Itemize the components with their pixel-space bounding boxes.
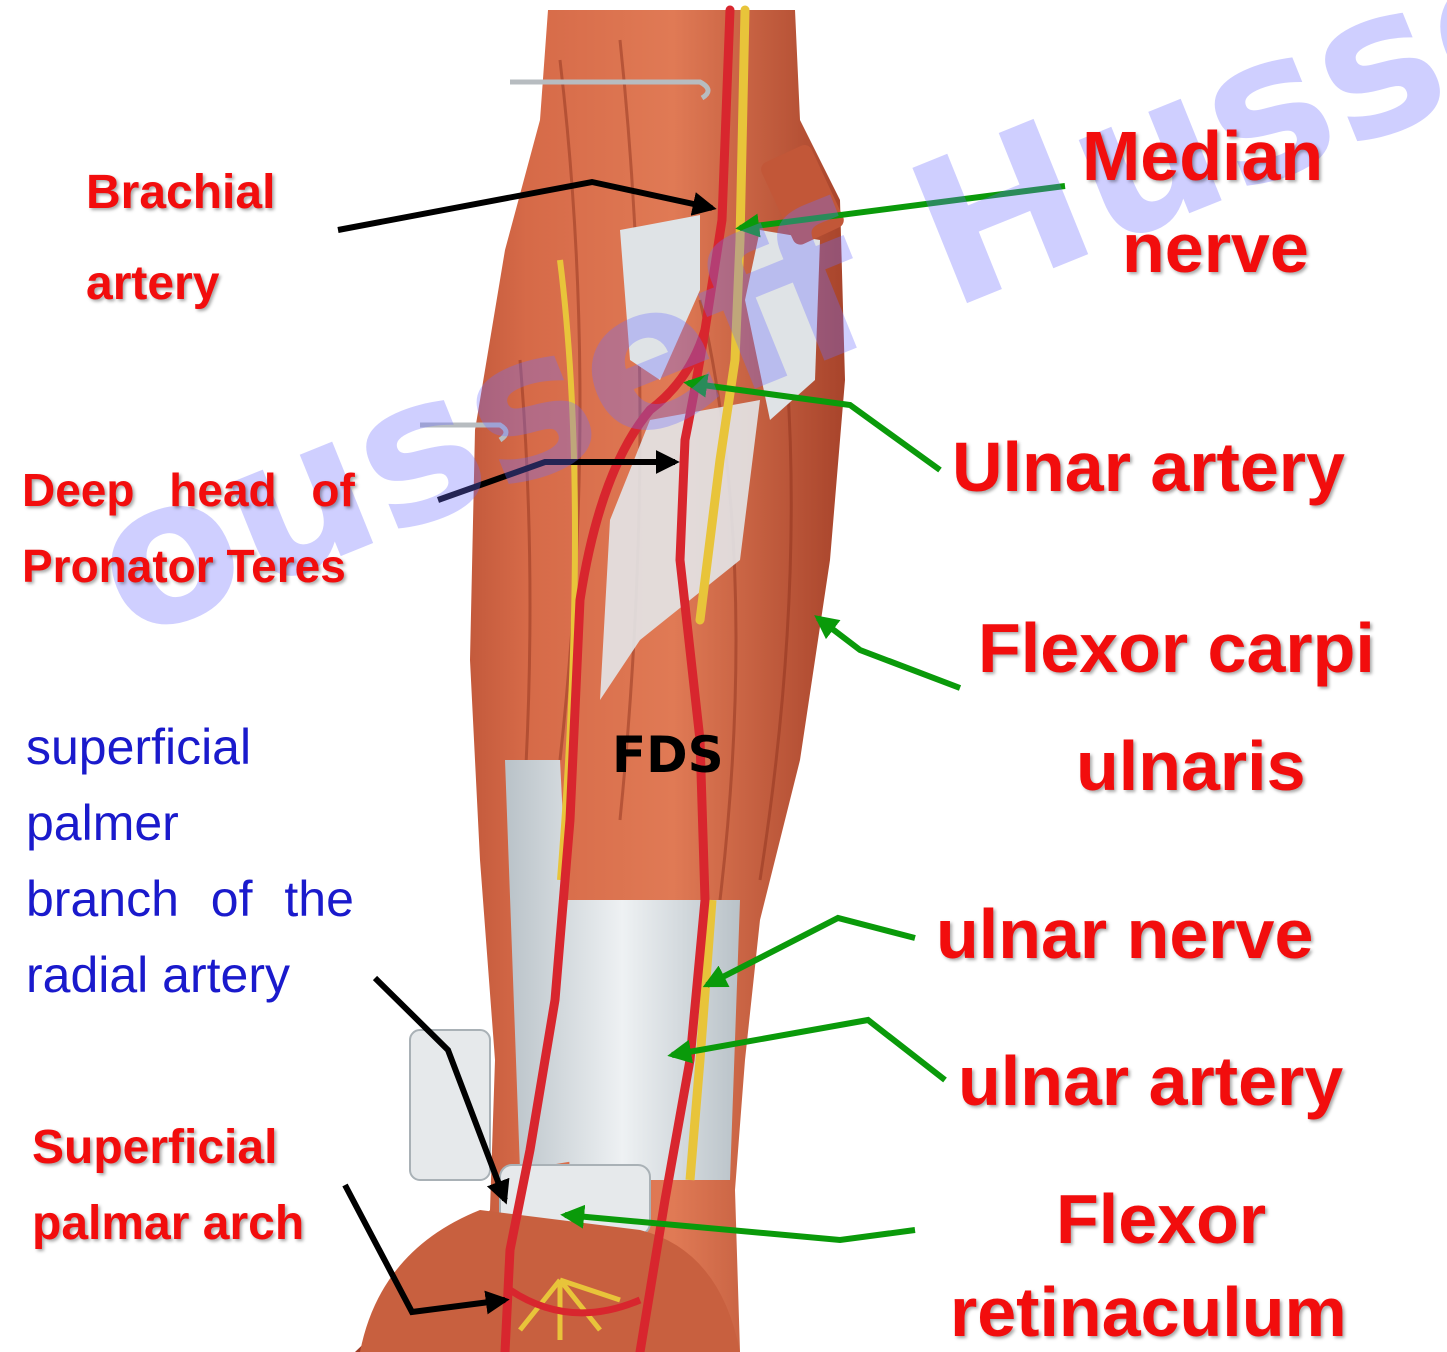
label-flexor-carpi-ulnaris-2: ulnaris (1076, 722, 1306, 810)
label-superficial-palmer-3: branch of the (26, 862, 354, 937)
label-superficial-palmer-2: palmer (26, 786, 179, 861)
label-flexor-carpi-ulnaris-1: Flexor carpi (978, 604, 1375, 692)
label-superficial-palmer-1: superficial (26, 710, 251, 785)
label-ulnar-artery-bottom: ulnar artery (958, 1037, 1343, 1125)
label-brachial-artery-2: artery (86, 246, 219, 322)
label-fds: FDS (612, 725, 724, 785)
label-flexor-retinaculum-1: Flexor (1056, 1175, 1266, 1263)
label-superficial-palmar-arch-1: Superficial (32, 1110, 277, 1186)
label-superficial-palmer-4: radial artery (26, 938, 290, 1013)
label-brachial-artery-1: Brachial (86, 155, 275, 231)
label-deep-head-2: Pronator Teres (22, 528, 346, 604)
label-flexor-retinaculum-2: retinaculum (950, 1268, 1347, 1352)
label-deep-head-1: Deep head of (22, 452, 355, 528)
label-median-nerve-1: Median (1082, 112, 1323, 200)
label-ulnar-artery-top: Ulnar artery (952, 423, 1345, 511)
flexor-carpi-ulnaris-pointer (818, 618, 960, 688)
label-superficial-palmar-arch-2: palmar arch (32, 1186, 304, 1262)
label-median-nerve-2: nerve (1122, 204, 1309, 292)
label-ulnar-nerve: ulnar nerve (936, 890, 1313, 978)
